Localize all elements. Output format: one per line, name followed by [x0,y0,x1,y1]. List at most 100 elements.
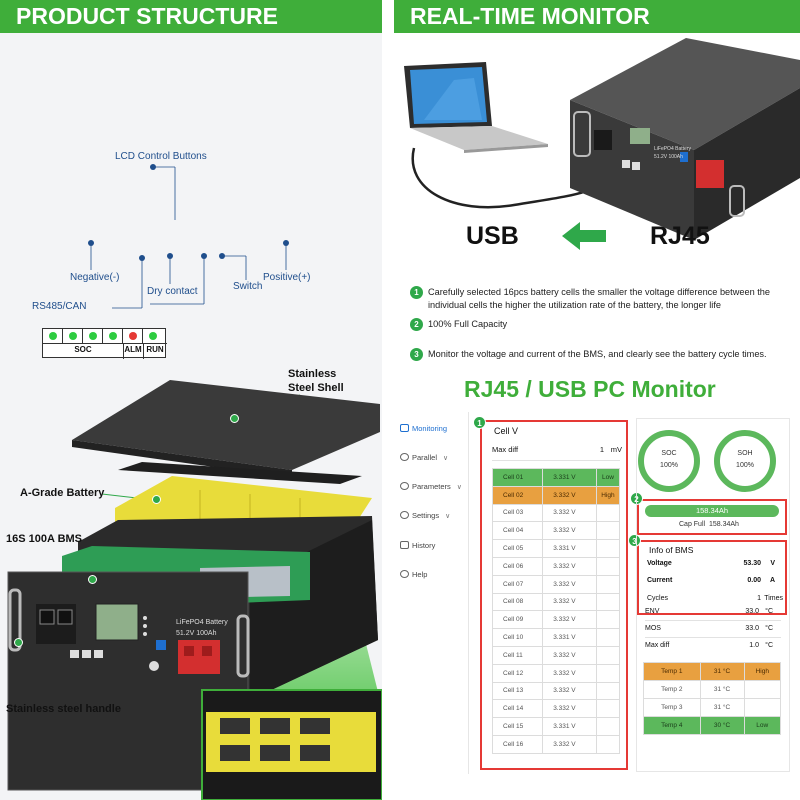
cell-status [595,610,621,630]
chevron-down-icon: ∨ [445,513,451,520]
feature-text: Carefully selected 16pcs battery cells t… [428,287,771,310]
cell-voltage: 3.331 V [542,628,597,647]
chevron-down-icon: ∨ [456,484,462,491]
feature-text: Monitor the voltage and current of the B… [428,349,767,359]
cell-name: Cell 08 [491,592,544,612]
soc-gauge: SOC 100% [638,430,700,492]
cell-status: Low [595,468,621,487]
soc-led-1 [43,329,63,344]
folder-icon [400,541,409,549]
cell-voltage: 3.332 V [542,521,597,541]
callout-dot [219,253,225,259]
callout-dot [14,638,23,647]
cell-name: Cell 10 [491,628,544,647]
callout-dot [152,495,161,504]
label-rs485: RS485/CAN [32,301,87,312]
led-indicator-panel: SOC ALM RUN [42,328,167,359]
capacity-full-row: Cap Full 158.34Ah [679,521,739,528]
cell-status [595,574,621,594]
cell-status [595,645,621,665]
nav-help[interactable]: Help [400,570,427,579]
cell-name: Cell 07 [491,574,544,594]
temp-status [743,698,782,717]
cell-name: Cell 06 [491,556,544,576]
monitor-section-title: RJ45 / USB PC Monitor [464,376,716,402]
temp-name: Temp 1 [643,662,701,681]
capacity-remaining-bar: 158.34Ah [645,505,779,517]
device-spec-text: 51.2V 100Ah [654,154,683,160]
alm-led-label: ALM [124,345,142,354]
label-handle: Stainless steel handle [6,703,121,715]
product-structure-banner: PRODUCT STRUCTURE [0,0,382,33]
cell-name: Cell 02 [491,485,544,505]
battery-unit-top [570,38,800,150]
soc-led-2 [63,329,83,344]
temp-value: 31 °C [699,662,745,681]
laptop-battery-connection-illustration: LiFePO4 Battery 51.2V 100Ah [404,38,800,250]
label-lcd-buttons: LCD Control Buttons [115,151,207,162]
nav-monitoring[interactable]: Monitoring [400,424,447,433]
cell-name: Cell 12 [491,663,544,683]
monitor-icon [400,424,409,432]
product-structure-panel: PRODUCT STRUCTURE LCD Control Buttons Ne… [0,0,382,800]
cell-voltage: 3.331 V [542,717,597,736]
soc-value: 100% [660,462,678,469]
cell-name: Cell 04 [491,521,544,541]
feature-text: 100% Full Capacity [428,319,508,329]
run-led [143,329,167,344]
callout-badge-1: 1 [473,416,486,429]
temp-status [743,680,782,699]
run-led-label: RUN [146,345,164,354]
cell-status: High [595,485,621,505]
headset-icon [400,570,409,578]
temp-value: 30 °C [699,716,745,735]
nav-history[interactable]: History [400,541,435,550]
cell-voltage: 3.332 V [542,681,597,701]
cell-status [595,521,621,541]
soh-gauge: SOH 100% [714,430,776,492]
cell-status [595,503,621,523]
cell-voltage: 3.331 V [542,468,597,487]
support-bar [118,462,362,484]
label-a-grade-battery: A-Grade Battery [20,487,105,499]
cell-status [595,556,621,576]
nav-parallel[interactable]: Parallel∨ [400,453,448,462]
nav-settings[interactable]: Settings∨ [400,511,450,520]
sliders-icon [400,482,409,490]
cell-status [595,681,621,701]
cell-max-diff-value: 1 [599,445,604,454]
label-steel-shell: Stainless Steel Shell [288,368,344,394]
cell-status [595,717,621,736]
temp-name: Temp 4 [643,716,701,735]
battery-exploded-illustration: LiFePO4 Battery 51.2V 100Ah [7,380,382,800]
device-model-text: LiFePO4 Battery [654,146,691,152]
callout-dot [283,240,289,246]
cell-voltage: 3.332 V [542,610,597,630]
label-switch: Switch [233,281,263,292]
cell-status [595,592,621,612]
soc-led-3 [83,329,103,344]
callout-badge-3: 3 [628,534,641,547]
temp-status: Low [743,716,782,735]
callout-dot [139,255,145,261]
front-panel-model: LiFePO4 Battery [176,619,228,626]
cell-voltage: 3.332 V [542,574,597,594]
nav-parameters[interactable]: Parameters∨ [400,482,462,491]
rj45-label: RJ45 [650,222,710,250]
